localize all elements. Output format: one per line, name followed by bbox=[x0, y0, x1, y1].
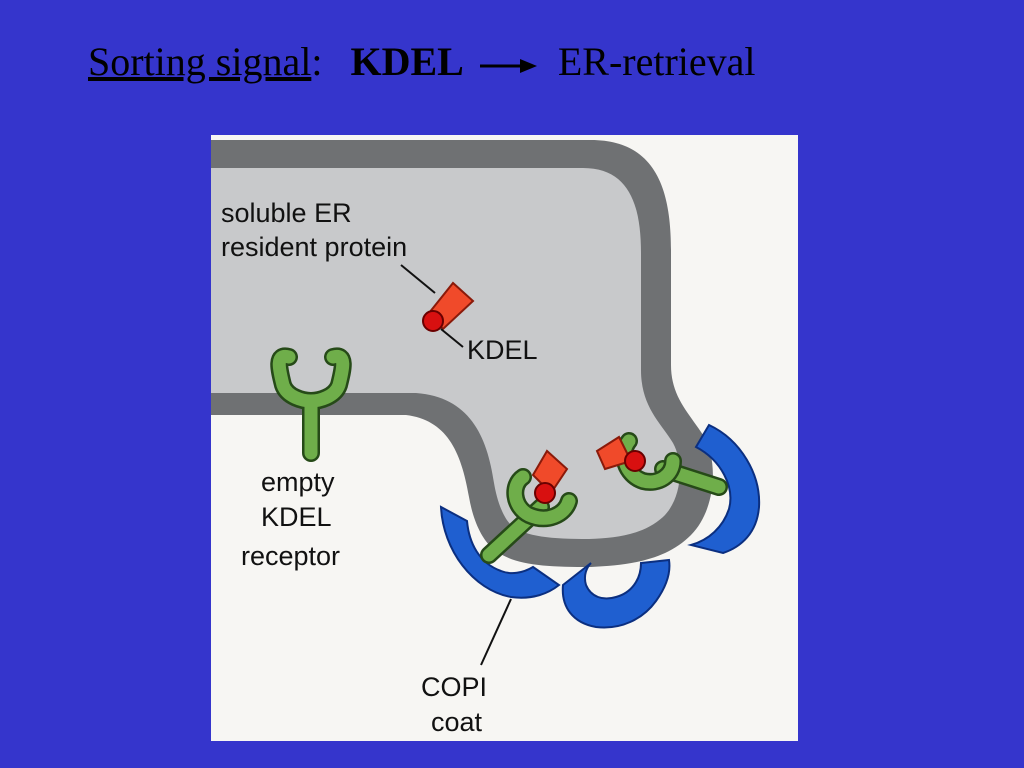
copi-coat bbox=[439, 423, 761, 629]
bound-kdel-receptor bbox=[480, 449, 578, 564]
copi-coat-subunit bbox=[561, 558, 671, 629]
arrow-right-icon bbox=[479, 58, 537, 73]
title-result: ER-retrieval bbox=[557, 39, 756, 84]
protein-pointer-line bbox=[400, 264, 436, 294]
kdel-retrieval-figure: soluble ER resident protein KDEL empty K… bbox=[211, 135, 798, 741]
kdel-diagram: soluble ER resident protein KDEL empty K… bbox=[211, 140, 761, 737]
label-empty-line2: KDEL bbox=[261, 502, 332, 532]
empty-kdel-receptor bbox=[270, 347, 352, 462]
bound-kdel-receptor bbox=[595, 432, 728, 496]
label-empty-line1: empty bbox=[261, 467, 335, 497]
label-empty-line3: receptor bbox=[241, 541, 340, 571]
copi-coat-subunit bbox=[687, 423, 761, 555]
label-copi-line1: COPI bbox=[421, 672, 487, 702]
slide-title: Sorting signal: KDEL ER-retrieval bbox=[88, 38, 756, 86]
title-label: Sorting signal bbox=[88, 39, 312, 84]
soluble-er-protein bbox=[400, 264, 475, 348]
label-soluble-line2: resident protein bbox=[221, 232, 407, 262]
er-lumen bbox=[211, 168, 680, 539]
kdel-pointer-line bbox=[440, 328, 464, 348]
copi-pointer-line bbox=[480, 598, 512, 666]
title-signal: KDEL bbox=[350, 39, 464, 84]
kdel-signal-ball bbox=[422, 310, 444, 332]
label-kdel: KDEL bbox=[467, 335, 538, 365]
label-copi-line2: coat bbox=[431, 707, 483, 737]
label-soluble-line1: soluble ER bbox=[221, 198, 352, 228]
title-colon: : bbox=[311, 39, 323, 84]
